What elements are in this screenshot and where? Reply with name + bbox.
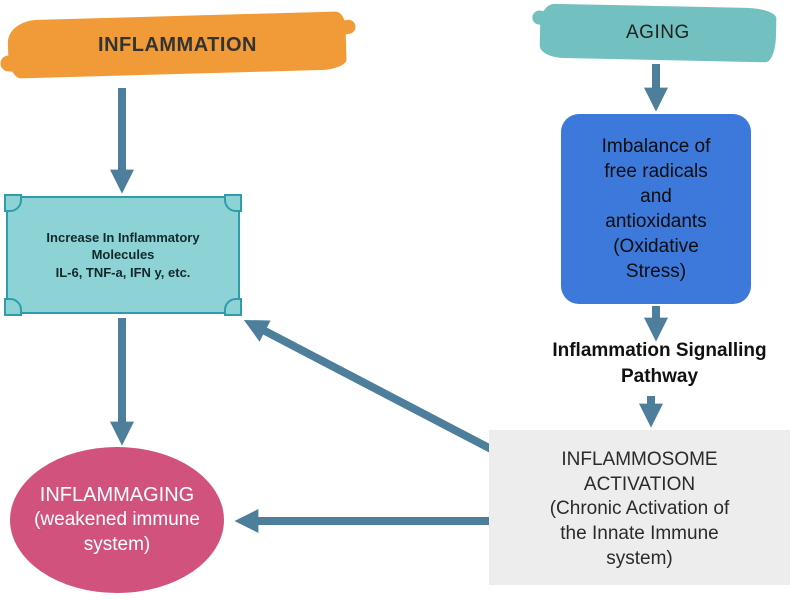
signalling-pathway-label: Inflammation Signalling Pathway	[552, 340, 767, 387]
corner-ornament-icon	[4, 298, 22, 316]
inflammaging-subtitle: (weakened immune system)	[34, 509, 200, 555]
inflammaging-title: INFLAMMAGING	[39, 484, 195, 507]
corner-ornament-icon	[224, 194, 242, 212]
oxidative-stress-text: Imbalance of free radicals and antioxida…	[601, 135, 711, 283]
inflammosome-activation-box: INFLAMMOSOME ACTIVATION (Chronic Activat…	[489, 430, 790, 585]
aging-banner: AGING	[539, 3, 777, 63]
molecules-text-line2: IL-6, TNF-a, IFN y, etc.	[55, 264, 191, 280]
inflammaging-ellipse: INFLAMMAGING (weakened immune system)	[10, 447, 224, 593]
oxidative-stress-box: Imbalance of free radicals and antioxida…	[561, 114, 751, 304]
inflammosome-subtitle: (Chronic Activation of the Innate Immune…	[549, 498, 730, 569]
molecules-text-line1: Increase In Inflammatory Molecules	[46, 229, 200, 263]
inflammation-banner: INFLAMMATION	[7, 11, 347, 79]
corner-ornament-icon	[224, 298, 242, 316]
aging-label: AGING	[626, 21, 690, 43]
inflammation-label: INFLAMMATION	[97, 33, 257, 56]
corner-ornament-icon	[4, 194, 22, 212]
inflammatory-molecules-box: Increase In Inflammatory Molecules IL-6,…	[4, 194, 242, 316]
arrow-inflammosome-to-molecules	[243, 320, 493, 453]
inflammosome-title: INFLAMMOSOME ACTIVATION	[561, 449, 718, 495]
